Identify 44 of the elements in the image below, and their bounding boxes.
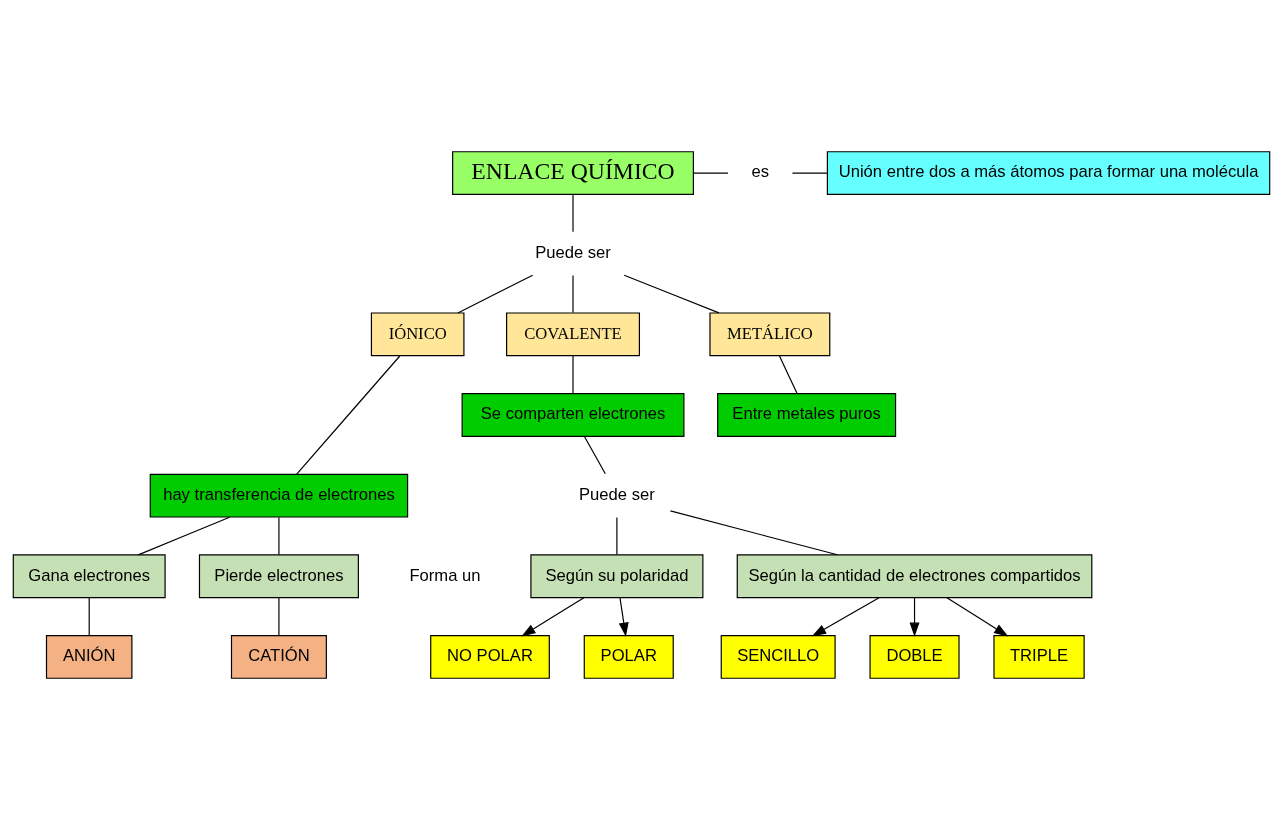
node-box: Unión entre dos a más átomos para formar una molécula [826, 151, 1271, 196]
arrow [811, 597, 880, 637]
arrow [946, 597, 1009, 637]
node-text: Puede ser [579, 485, 655, 505]
node-box: Se comparten electrones [461, 393, 685, 437]
node-box: hay transferencia de electrones [149, 473, 409, 518]
node-box: IÓNICO [370, 312, 465, 357]
node-box: TRIPLE [993, 634, 1085, 679]
connector [137, 516, 231, 556]
connector [669, 510, 838, 556]
node-box: POLAR [583, 634, 674, 679]
node-box: ANIÓN [45, 634, 133, 679]
node-text: Puede ser [535, 243, 611, 263]
arrow [909, 597, 920, 637]
node-box: DOBLE [869, 634, 960, 679]
connector [778, 355, 798, 394]
connector [572, 355, 574, 394]
node-text: es [751, 162, 770, 182]
connector [88, 597, 90, 636]
connector [457, 274, 534, 314]
connector [791, 172, 828, 174]
connector [572, 274, 574, 314]
node-box: CATIÓN [230, 634, 327, 679]
node-box: Gana electrones [12, 554, 166, 599]
node-box: Pierde electrones [198, 554, 359, 599]
connector [623, 274, 720, 314]
node-box: Según su polaridad [530, 554, 704, 599]
connector [278, 516, 280, 555]
connector [692, 172, 729, 174]
connector [278, 597, 280, 636]
node-box: NO POLAR [430, 634, 550, 679]
node-box: Entre metales puros [717, 393, 897, 437]
arrow [521, 597, 585, 637]
connector [572, 194, 574, 233]
connector [616, 516, 618, 555]
node-box: Según la cantidad de electrones compartidos [736, 554, 1093, 599]
node-box: METÁLICO [709, 312, 831, 357]
connector [296, 355, 401, 475]
connector [583, 436, 606, 475]
label: Forma un [409, 565, 481, 585]
node-box: SENCILLO [720, 634, 836, 679]
arrow [618, 597, 629, 637]
node-box: ENLACE QUÍMICO [452, 151, 694, 196]
node-box: COVALENTE [506, 312, 640, 357]
